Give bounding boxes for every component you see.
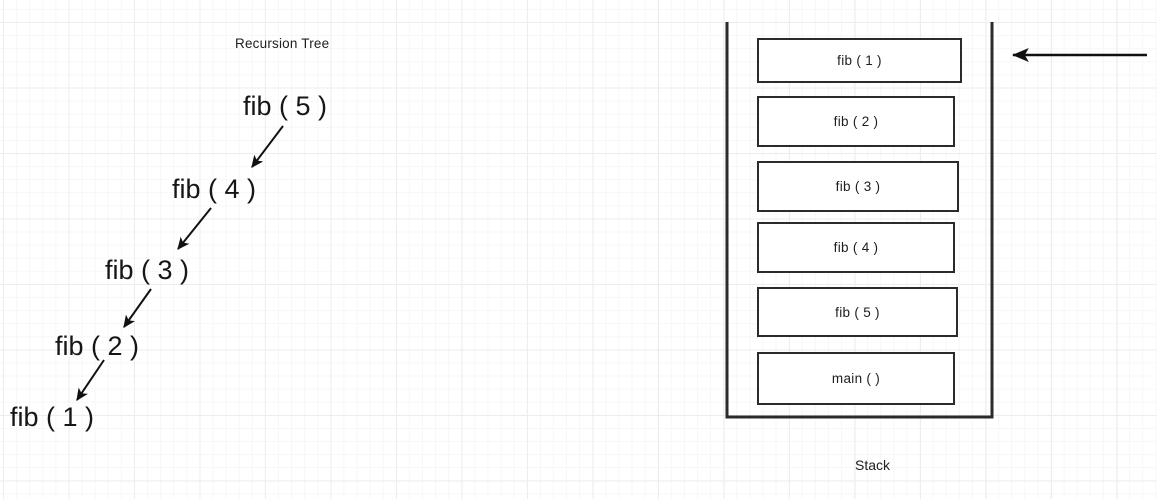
tree-edge-fib3-to-fib2 xyxy=(123,288,152,328)
tree-edge-fib4-to-fib3 xyxy=(177,207,212,250)
stack-frame-fib-1: fib ( 1 ) xyxy=(757,38,962,83)
stack-frame-main: main ( ) xyxy=(757,352,955,405)
stack-frame-fib-4: fib ( 4 ) xyxy=(757,222,955,273)
recursion-tree-title: Recursion Tree xyxy=(235,36,330,51)
tree-edge-fib5-to-fib4 xyxy=(251,125,284,168)
stack-frame-label: main ( ) xyxy=(831,371,881,386)
stack-frame-label: fib ( 1 ) xyxy=(837,53,882,68)
tree-node-fib-2: fib ( 2 ) xyxy=(55,331,140,361)
stack-frame-fib-3: fib ( 3 ) xyxy=(757,161,959,212)
tree-node-fib-4: fib ( 4 ) xyxy=(172,174,257,204)
stack-frame-label: fib ( 3 ) xyxy=(835,179,881,194)
stack-frame-label: fib ( 4 ) xyxy=(833,240,879,255)
stack-frame-label: fib ( 2 ) xyxy=(833,114,879,129)
stack-frame-label: fib ( 5 ) xyxy=(835,304,880,320)
tree-edge-fib2-to-fib1 xyxy=(76,359,105,401)
stack-frame-fib-5: fib ( 5 ) xyxy=(757,287,958,337)
stack-caption: Stack xyxy=(855,457,891,473)
stack-frame-fib-2: fib ( 2 ) xyxy=(757,96,955,147)
tree-node-fib-1: fib ( 1 ) xyxy=(10,402,95,432)
tree-node-fib-3: fib ( 3 ) xyxy=(105,255,190,285)
tree-node-fib-5: fib ( 5 ) xyxy=(243,91,328,121)
